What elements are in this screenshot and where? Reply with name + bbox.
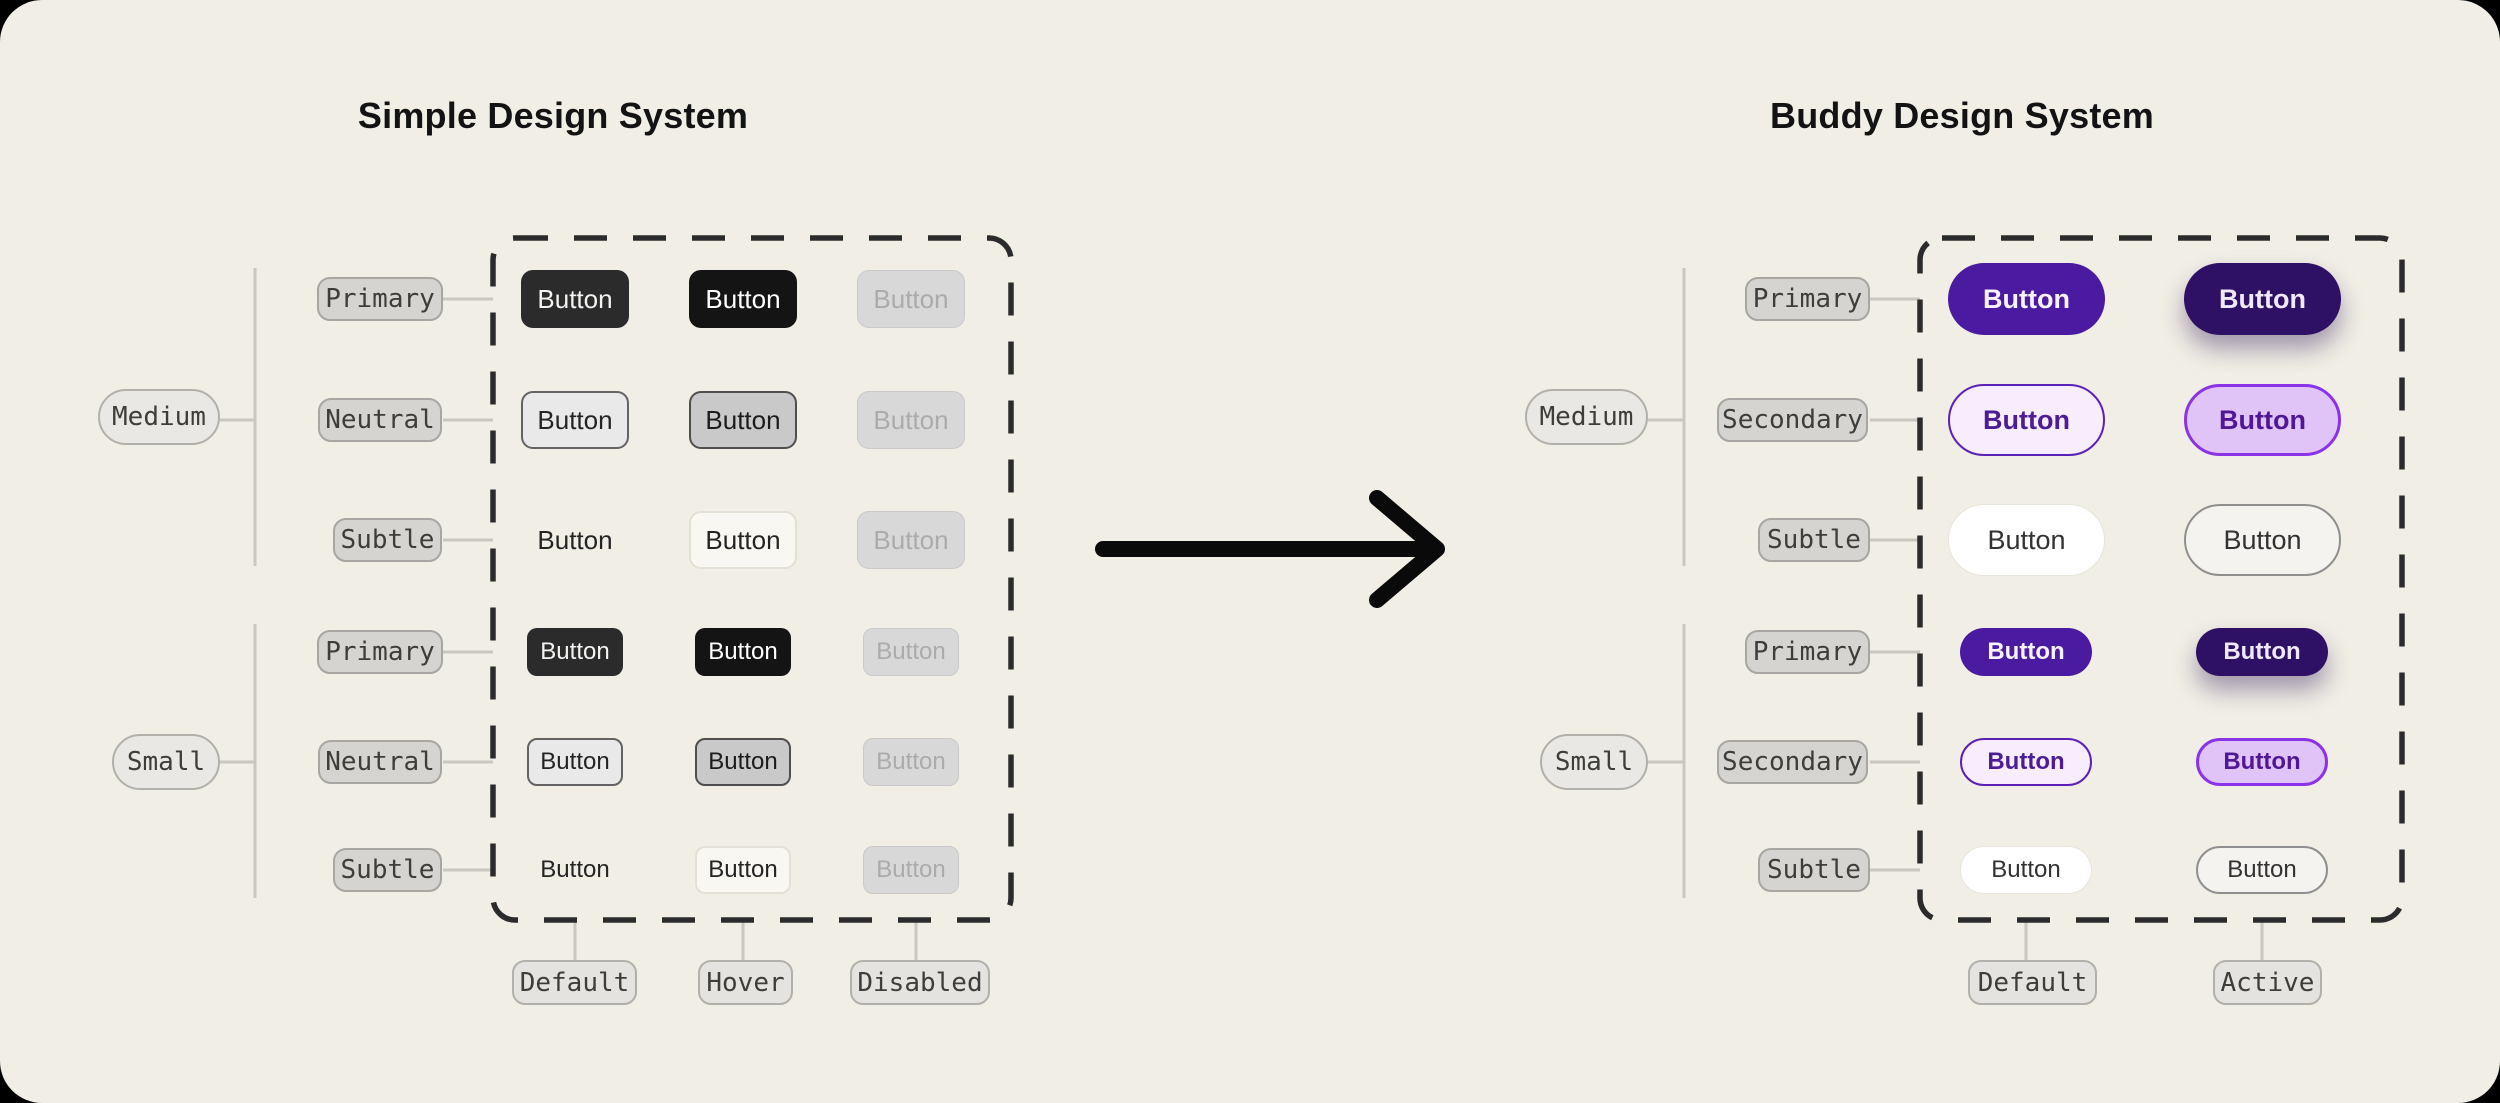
- buddy-primary-default-small-button[interactable]: Button: [1960, 628, 2092, 676]
- simple-primary-disabled-medium-button[interactable]: Button: [857, 270, 965, 328]
- left-size-pill-small: Small: [112, 734, 220, 790]
- buddy-subtle-default-medium-button[interactable]: Button: [1948, 504, 2105, 576]
- buddy-secondary-active-small-button[interactable]: Button: [2196, 738, 2328, 786]
- left-variant-pill-primary-medium: Primary: [317, 277, 443, 321]
- right-variant-pill-secondary-small: Secondary: [1717, 740, 1868, 784]
- left-state-pill-hover: Hover: [698, 960, 793, 1005]
- simple-neutral-hover-small-button[interactable]: Button: [695, 738, 791, 786]
- transform-arrow-icon: [1095, 490, 1445, 608]
- simple-subtle-disabled-medium-button[interactable]: Button: [857, 511, 965, 569]
- right-variant-pill-primary-medium: Primary: [1745, 277, 1870, 321]
- left-size-pill-medium: Medium: [98, 389, 220, 445]
- left-variant-pill-subtle-small: Subtle: [333, 848, 442, 892]
- left-variant-pill-neutral-medium: Neutral: [318, 398, 442, 442]
- left-state-pill-default: Default: [512, 960, 637, 1005]
- buddy-primary-active-medium-button[interactable]: Button: [2184, 263, 2341, 335]
- right-states-frame: [1917, 235, 2405, 923]
- right-state-pill-active: Active: [2213, 960, 2322, 1005]
- left-variant-pill-primary-small: Primary: [317, 630, 443, 674]
- right-variant-pill-primary-small: Primary: [1745, 630, 1870, 674]
- simple-neutral-hover-medium-button[interactable]: Button: [689, 391, 797, 449]
- buddy-subtle-default-small-button[interactable]: Button: [1960, 846, 2092, 894]
- buddy-subtle-active-medium-button[interactable]: Button: [2184, 504, 2341, 576]
- simple-subtle-hover-medium-button[interactable]: Button: [689, 511, 797, 569]
- right-variant-pill-secondary-medium: Secondary: [1717, 398, 1868, 442]
- simple-primary-disabled-small-button[interactable]: Button: [863, 628, 959, 676]
- buddy-secondary-default-small-button[interactable]: Button: [1960, 738, 2092, 786]
- right-size-pill-small: Small: [1540, 734, 1648, 790]
- right-variant-pill-subtle-small: Subtle: [1758, 848, 1870, 892]
- buddy-subtle-active-small-button[interactable]: Button: [2196, 846, 2328, 894]
- simple-neutral-default-medium-button[interactable]: Button: [521, 391, 629, 449]
- right-state-pill-default: Default: [1968, 960, 2097, 1005]
- simple-primary-default-medium-button[interactable]: Button: [521, 270, 629, 328]
- right-title: Buddy Design System: [1770, 95, 2154, 136]
- left-variant-pill-subtle-medium: Subtle: [333, 518, 442, 562]
- buddy-secondary-active-medium-button[interactable]: Button: [2184, 384, 2341, 456]
- left-title: Simple Design System: [357, 95, 749, 136]
- simple-primary-hover-small-button[interactable]: Button: [695, 628, 791, 676]
- left-variant-pill-neutral-small: Neutral: [318, 740, 442, 784]
- simple-neutral-disabled-small-button[interactable]: Button: [863, 738, 959, 786]
- simple-neutral-disabled-medium-button[interactable]: Button: [857, 391, 965, 449]
- simple-subtle-default-small-button[interactable]: Button: [540, 856, 610, 883]
- buddy-primary-active-small-button[interactable]: Button: [2196, 628, 2328, 676]
- left-state-pill-disabled: Disabled: [850, 960, 990, 1005]
- left-states-frame: [490, 235, 1014, 923]
- simple-primary-default-small-button[interactable]: Button: [527, 628, 623, 676]
- right-variant-pill-subtle-medium: Subtle: [1758, 518, 1870, 562]
- buddy-primary-default-medium-button[interactable]: Button: [1948, 263, 2105, 335]
- simple-subtle-hover-small-button[interactable]: Button: [695, 846, 791, 894]
- simple-primary-hover-medium-button[interactable]: Button: [689, 270, 797, 328]
- right-size-pill-medium: Medium: [1525, 389, 1648, 445]
- simple-neutral-default-small-button[interactable]: Button: [527, 738, 623, 786]
- simple-subtle-disabled-small-button[interactable]: Button: [863, 846, 959, 894]
- simple-subtle-default-medium-button[interactable]: Button: [537, 524, 613, 555]
- buddy-secondary-default-medium-button[interactable]: Button: [1948, 384, 2105, 456]
